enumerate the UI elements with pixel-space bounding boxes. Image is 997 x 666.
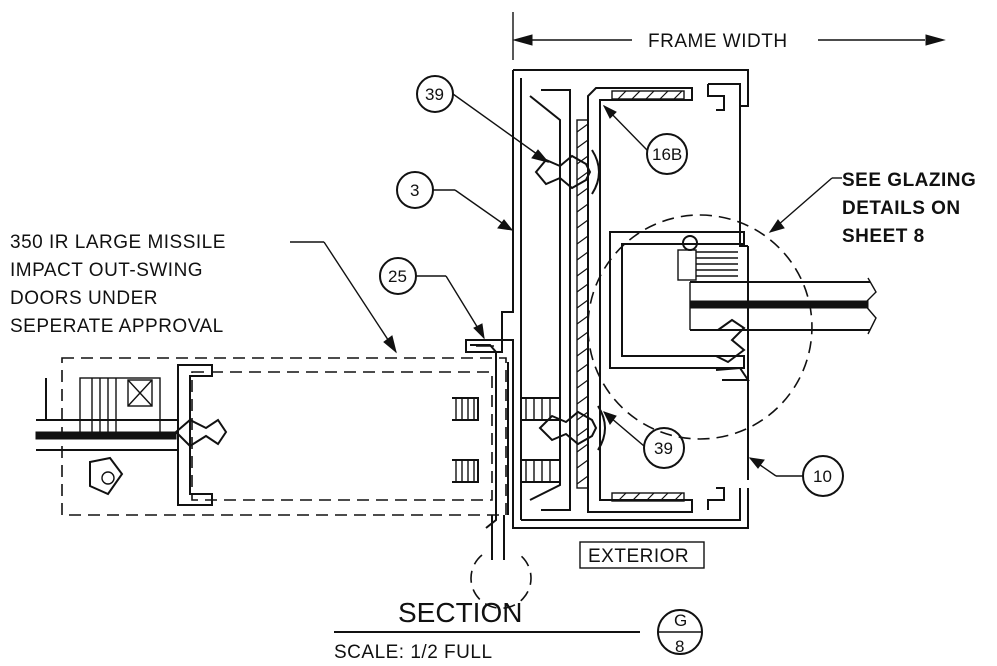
callout-39-top-label: 39 [425, 85, 444, 104]
frame-width-dimension: FRAME WIDTH [512, 12, 946, 60]
screw-bottom [538, 405, 606, 451]
door-note: 350 IR LARGE MISSILE IMPACT OUT-SWING DO… [10, 232, 397, 354]
glazing-note: SEE GLAZING DETAILS ON SHEET 8 [768, 170, 976, 247]
steel-reinforcement-hatch [576, 90, 685, 502]
callout-3-label: 3 [410, 181, 419, 200]
exterior-label: EXTERIOR [588, 546, 689, 567]
callout-3: 3 [396, 171, 514, 231]
door-note-line-1: 350 IR LARGE MISSILE [10, 232, 226, 253]
glazing-note-line-3: SHEET 8 [842, 226, 925, 247]
frame-width-label: FRAME WIDTH [648, 31, 788, 52]
section-title: SECTION [398, 597, 522, 628]
door-note-line-2: IMPACT OUT-SWING [10, 260, 203, 281]
callout-39-bottom: 39 [603, 411, 685, 469]
glass-lite [677, 235, 877, 381]
glazing-detail-circle [587, 214, 813, 440]
callout-39-bottom-label: 39 [654, 439, 673, 458]
door-note-line-4: SEPERATE APPROVAL [10, 316, 224, 337]
callout-25: 25 [379, 257, 485, 340]
door-note-line-3: DOORS UNDER [10, 288, 158, 309]
screw-top [534, 149, 600, 195]
section-title-block: SECTION SCALE: 1/2 FULL G 8 [334, 597, 703, 663]
glazing-note-line-2: DETAILS ON [842, 198, 961, 219]
callout-16b: 16B [602, 104, 688, 175]
callout-16b-label: 16B [652, 145, 682, 164]
callout-39-top: 39 [416, 75, 550, 163]
door-profile [35, 339, 561, 609]
frame-profile [501, 69, 749, 529]
section-scale: SCALE: 1/2 FULL [334, 642, 493, 663]
detail-sheet-number: 8 [675, 637, 684, 656]
detail-letter: G [674, 611, 687, 630]
glazing-note-line-1: SEE GLAZING [842, 170, 976, 191]
callout-10-label: 10 [813, 467, 832, 486]
callout-10: 10 [748, 455, 844, 497]
callout-25-label: 25 [388, 267, 407, 286]
exterior-label-box: EXTERIOR [579, 541, 705, 569]
